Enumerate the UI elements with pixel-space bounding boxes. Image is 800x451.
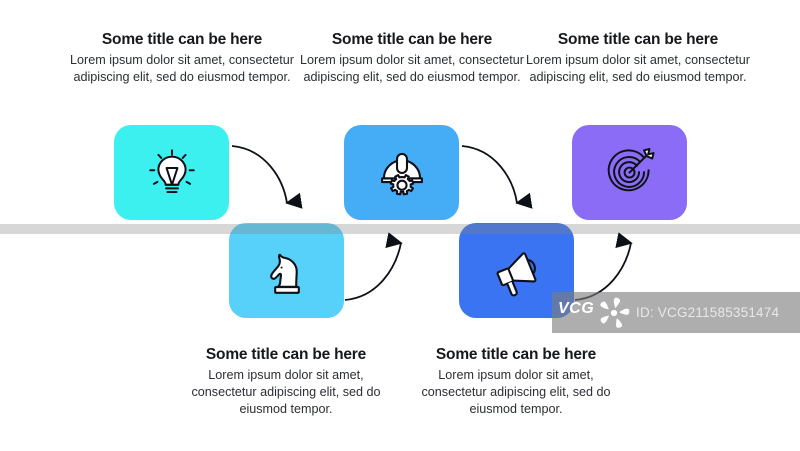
- watermark: VCG ID: VCG211585351474: [552, 292, 800, 333]
- step-title-2: Some title can be here: [205, 346, 367, 363]
- arrow-step-3-to-4: [461, 145, 533, 209]
- step-card-5[interactable]: [572, 125, 687, 220]
- step-card-4[interactable]: [459, 223, 574, 318]
- step-title-5: Some title can be here: [557, 31, 719, 48]
- vcg-logo: VCG: [552, 292, 636, 333]
- sunburst-icon: [600, 297, 630, 328]
- chess-knight-icon: [229, 223, 344, 318]
- step-body-2: Lorem ipsum dolor sit amet, consectetur …: [191, 368, 381, 417]
- step-card-2[interactable]: [229, 223, 344, 318]
- step-title-3: Some title can be here: [331, 31, 493, 48]
- step-card-1[interactable]: [114, 125, 229, 220]
- arrow-step-1-to-2: [231, 145, 303, 209]
- vcg-wordmark: VCG: [558, 300, 595, 317]
- step-body-3: Lorem ipsum dolor sit amet, consectetur …: [300, 53, 524, 85]
- timeline-bar: [0, 224, 800, 234]
- step-text-block-2: Some title can be here Lorem ipsum dolor…: [181, 345, 391, 418]
- step-body-4: Lorem ipsum dolor sit amet, consectetur …: [421, 368, 611, 417]
- arrow-step-2-to-3: [344, 232, 403, 301]
- step-text-block-5: Some title can be here Lorem ipsum dolor…: [520, 30, 756, 86]
- hard-hat-gear-icon: [344, 125, 459, 220]
- step-title-1: Some title can be here: [101, 31, 263, 48]
- watermark-id: ID: VCG211585351474: [636, 305, 780, 320]
- step-card-3[interactable]: [344, 125, 459, 220]
- megaphone-icon: [459, 223, 574, 318]
- step-body-5: Lorem ipsum dolor sit amet, consectetur …: [526, 53, 750, 85]
- step-text-block-4: Some title can be here Lorem ipsum dolor…: [411, 345, 621, 418]
- lightbulb-icon: [114, 125, 229, 220]
- step-body-1: Lorem ipsum dolor sit amet, consectetur …: [70, 53, 294, 85]
- step-text-block-1: Some title can be here Lorem ipsum dolor…: [64, 30, 300, 86]
- step-text-block-3: Some title can be here Lorem ipsum dolor…: [294, 30, 530, 86]
- target-arrow-icon: [572, 125, 687, 220]
- step-title-4: Some title can be here: [435, 346, 597, 363]
